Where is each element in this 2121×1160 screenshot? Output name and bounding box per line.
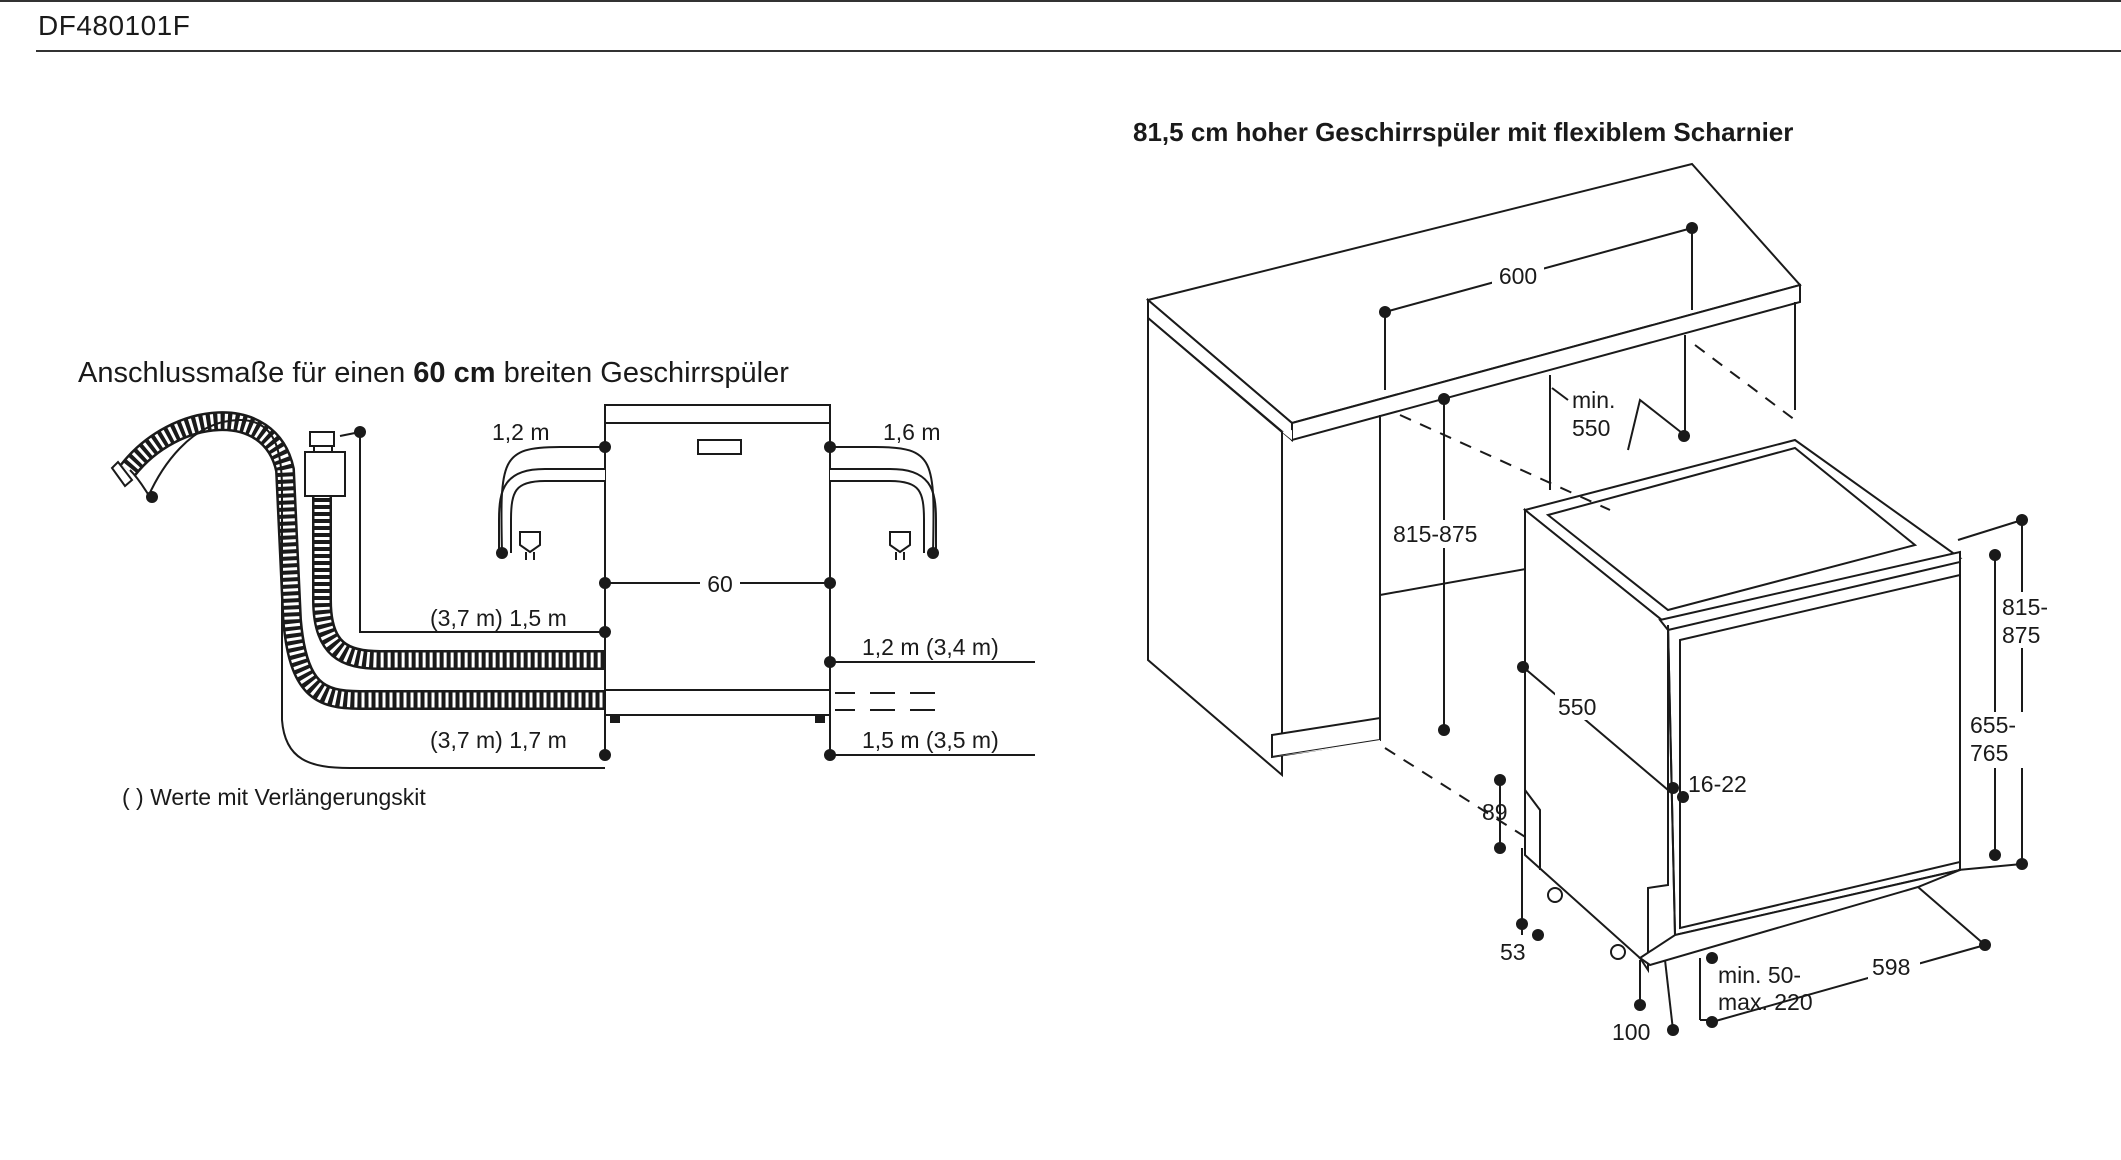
power-cord-left-icon [496,446,605,560]
power-cord-right-icon [830,446,939,560]
drain-hose-icon [110,411,605,710]
label-drain-1-5: (3,7 m) 1,5 m [430,605,567,631]
countertop-icon [1145,162,1802,443]
installation-diagram-title: 81,5 cm hoher Geschirrspüler mit flexibl… [1133,117,1793,147]
connection-diagram-title: Anschlussmaße für einen 60 cm breiten Ge… [78,357,789,389]
dishwasher-front-icon [604,404,831,723]
label-power-right: 1,6 m [883,419,941,445]
label-height-815-line1: 815- [2002,594,2048,620]
built-in-dishwasher-icon [1522,438,1963,974]
label-depth-550: 550 [1558,694,1596,720]
header-rule [36,50,2121,52]
label-width-600: 600 [1499,263,1537,289]
label-gap-16-22: 16-22 [1688,771,1747,797]
label-min-550-line2: 550 [1572,415,1610,441]
label-min-550-line1: min. [1572,387,1615,413]
model-number: DF480101F [38,10,191,41]
label-drain-1-7: (3,7 m) 1,7 m [430,727,567,753]
label-water-1-2: 1,2 m (3,4 m) [862,634,999,660]
label-min-50-line2: max. 220 [1718,989,1813,1015]
label-water-1-5: 1,5 m (3,5 m) [862,727,999,753]
installation-dimensions-diagram: 81,5 cm hoher Geschirrspüler mit flexibl… [1133,117,2054,1045]
footnote-extension-kit: ( ) Werte mit Verlängerungskit [122,784,426,810]
label-height-815-line2: 875 [2002,622,2040,648]
label-89: 89 [1482,799,1508,825]
label-598: 598 [1872,954,1910,980]
label-niche-height: 815-875 [1393,521,1477,547]
adjacent-cabinet-icon [1147,302,1796,778]
top-border-line [0,0,2121,2]
label-min-50-line1: min. 50- [1718,962,1801,988]
label-power-left: 1,2 m [492,419,550,445]
label-100: 100 [1612,1019,1650,1045]
label-height-655-line1: 655- [1970,712,2016,738]
label-53: 53 [1500,939,1526,965]
label-height-655-line2: 765 [1970,740,2008,766]
aquastop-hose-icon [304,426,605,670]
label-width-60: 60 [707,571,733,597]
connection-diagram: Anschlussmaße für einen 60 cm breiten Ge… [78,357,1035,810]
